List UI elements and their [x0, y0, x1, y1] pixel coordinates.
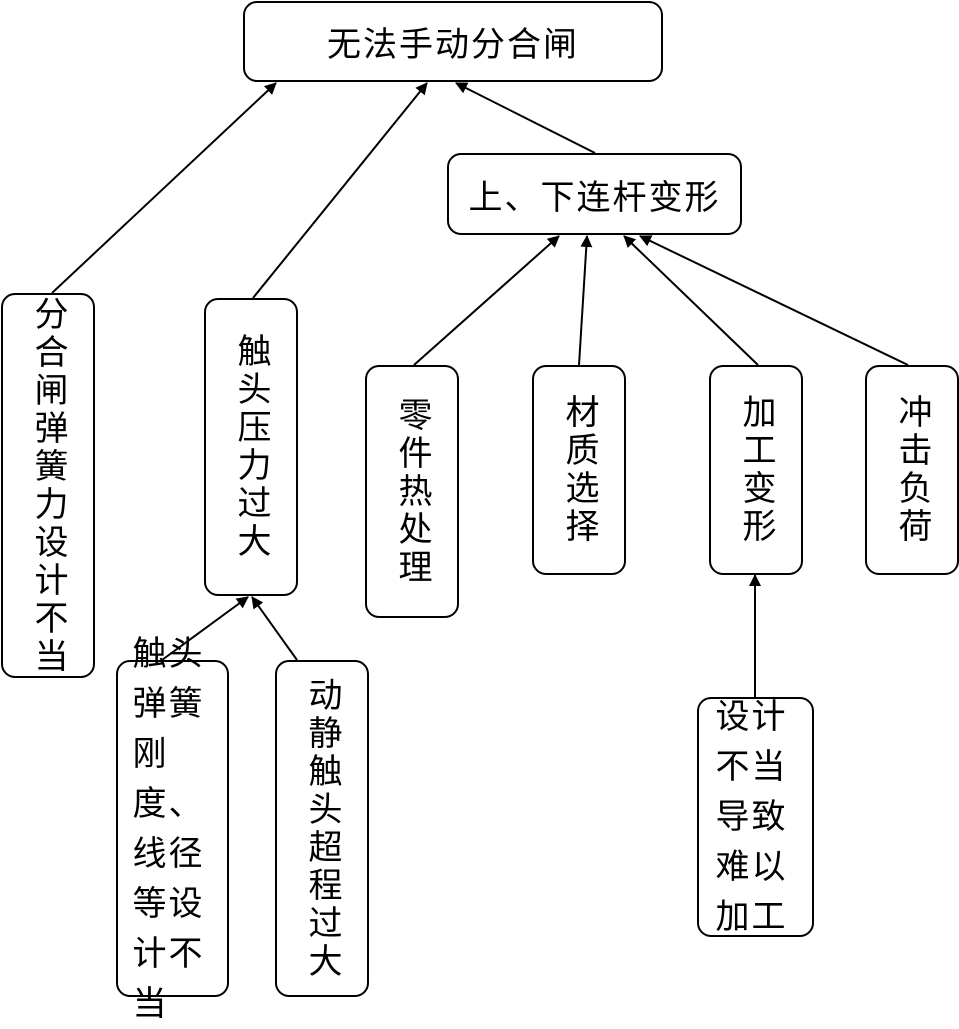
node-label: 加工变形	[736, 394, 776, 546]
edge-layer	[51, 82, 909, 697]
node-spring: 分合闸弹簧力设计不当	[1, 293, 95, 678]
edge-linkage-to-root	[455, 82, 596, 154]
node-label: 材质选择	[559, 394, 599, 546]
node-machining: 加工变形	[709, 365, 803, 575]
node-contact-pressure: 触头压力过大	[204, 298, 298, 596]
node-overtravel: 动静触头超程过大	[275, 660, 369, 997]
node-label: 触头弹簧刚度、线径等设计不当	[132, 633, 205, 1024]
node-label: 上、下连杆变形	[468, 177, 721, 218]
node-label: 触头压力过大	[231, 333, 271, 561]
edge-machining-to-linkage	[623, 235, 759, 366]
edge-spring-to-root	[51, 82, 277, 294]
edge-heat-treat-to-linkage	[413, 235, 560, 366]
node-label: 无法手动分合闸	[327, 25, 579, 65]
node-impact: 冲击负荷	[865, 365, 959, 575]
edge-material-to-linkage	[578, 235, 593, 366]
edge-contact-spring-to-contact-pressure	[161, 596, 249, 661]
node-label: 动静触头超程过大	[302, 676, 342, 981]
node-heat-treat: 零件热处理	[365, 365, 459, 618]
node-contact-spring: 触头弹簧刚度、线径等设计不当	[116, 634, 229, 1024]
node-label: 设计不当导致难以加工	[715, 697, 788, 937]
edge-impact-to-linkage	[639, 235, 909, 366]
node-root: 无法手动分合闸	[243, 1, 663, 82]
node-design-machining: 设计不当导致难以加工	[697, 697, 814, 937]
node-material: 材质选择	[532, 365, 626, 575]
edge-contact-pressure-to-root	[252, 82, 428, 299]
node-label: 零件热处理	[392, 396, 432, 587]
node-label: 分合闸弹簧力设计不当	[28, 295, 68, 676]
edge-overtravel-to-contact-pressure	[251, 596, 298, 661]
node-label: 冲击负荷	[892, 394, 932, 546]
node-linkage: 上、下连杆变形	[447, 153, 742, 235]
